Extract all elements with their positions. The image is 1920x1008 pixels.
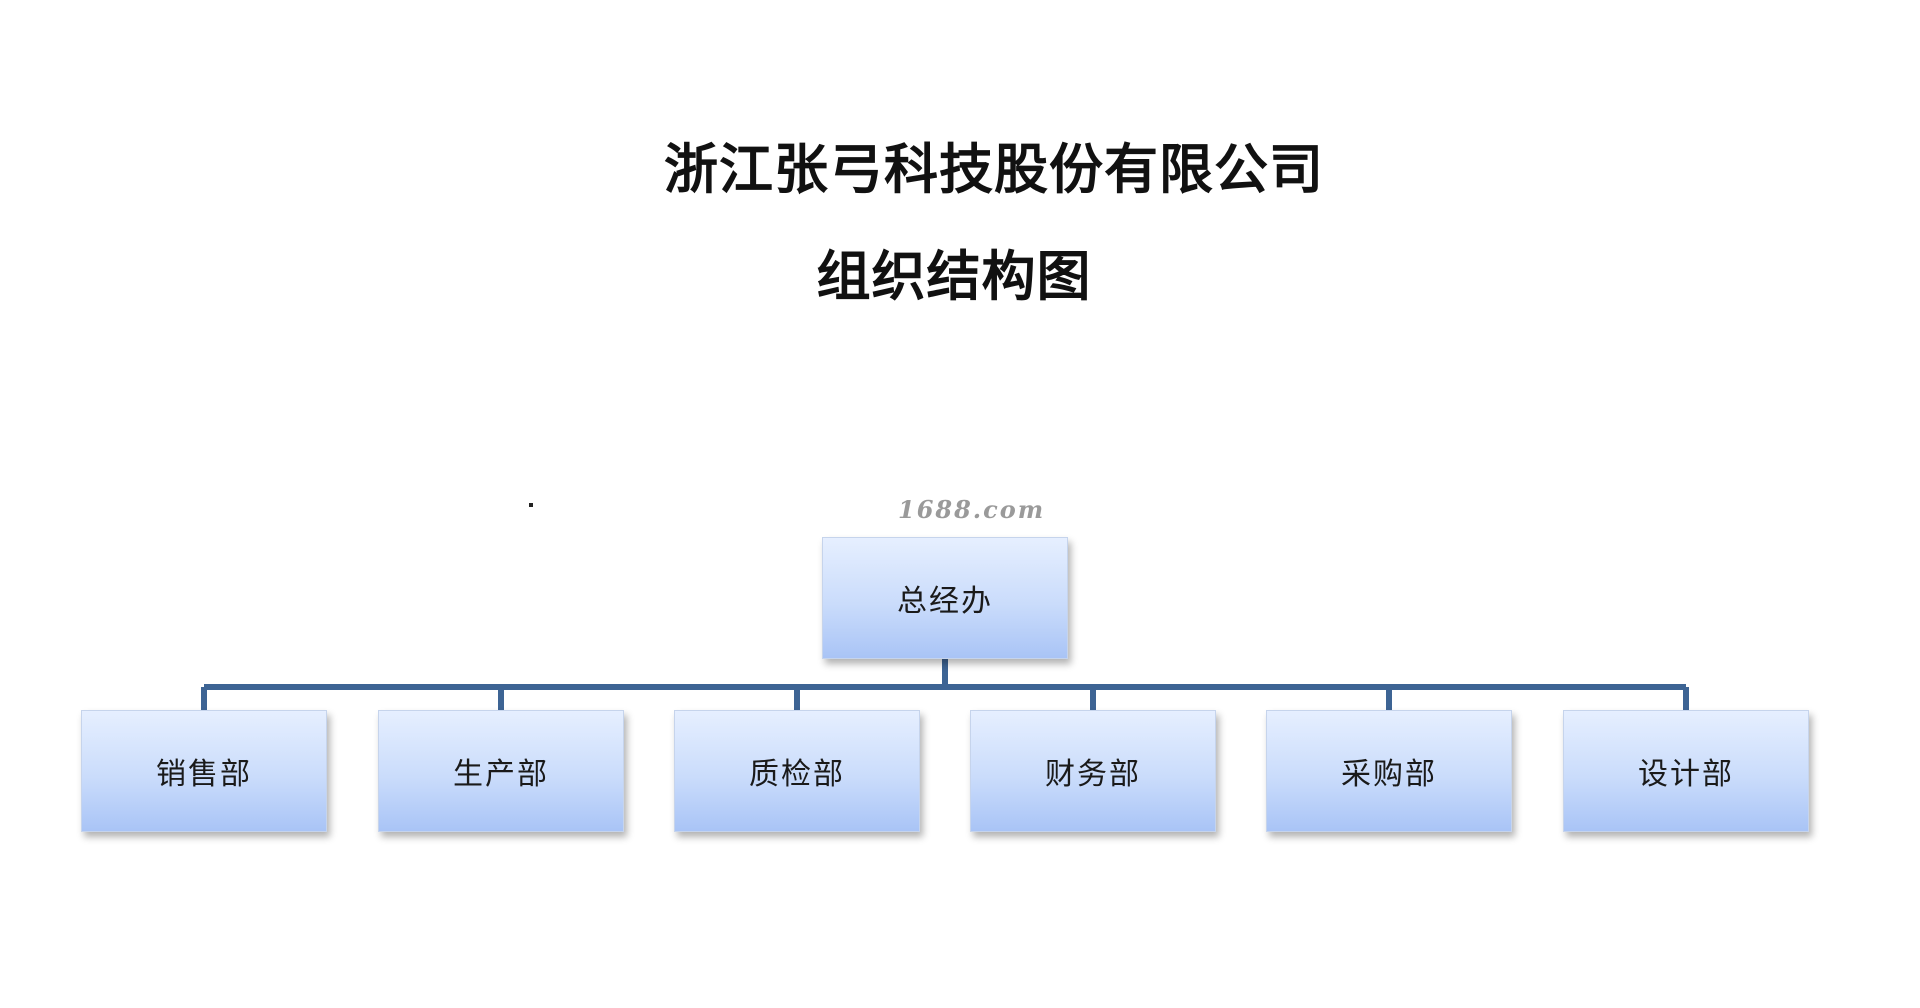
stray-dot xyxy=(529,503,533,507)
org-node-root: 总经办 xyxy=(822,537,1068,659)
org-node-design: 设计部 xyxy=(1563,710,1809,832)
org-node-quality: 质检部 xyxy=(674,710,920,832)
chart-title: 组织结构图 xyxy=(816,245,1092,308)
org-node-purchasing: 采购部 xyxy=(1266,710,1512,832)
org-node-sales: 销售部 xyxy=(81,710,327,832)
org-node-production: 生产部 xyxy=(378,710,624,832)
org-node-finance: 财务部 xyxy=(970,710,1216,832)
company-title: 浙江张弓科技股份有限公司 xyxy=(664,138,1324,201)
watermark: 1688.com xyxy=(898,495,1046,524)
